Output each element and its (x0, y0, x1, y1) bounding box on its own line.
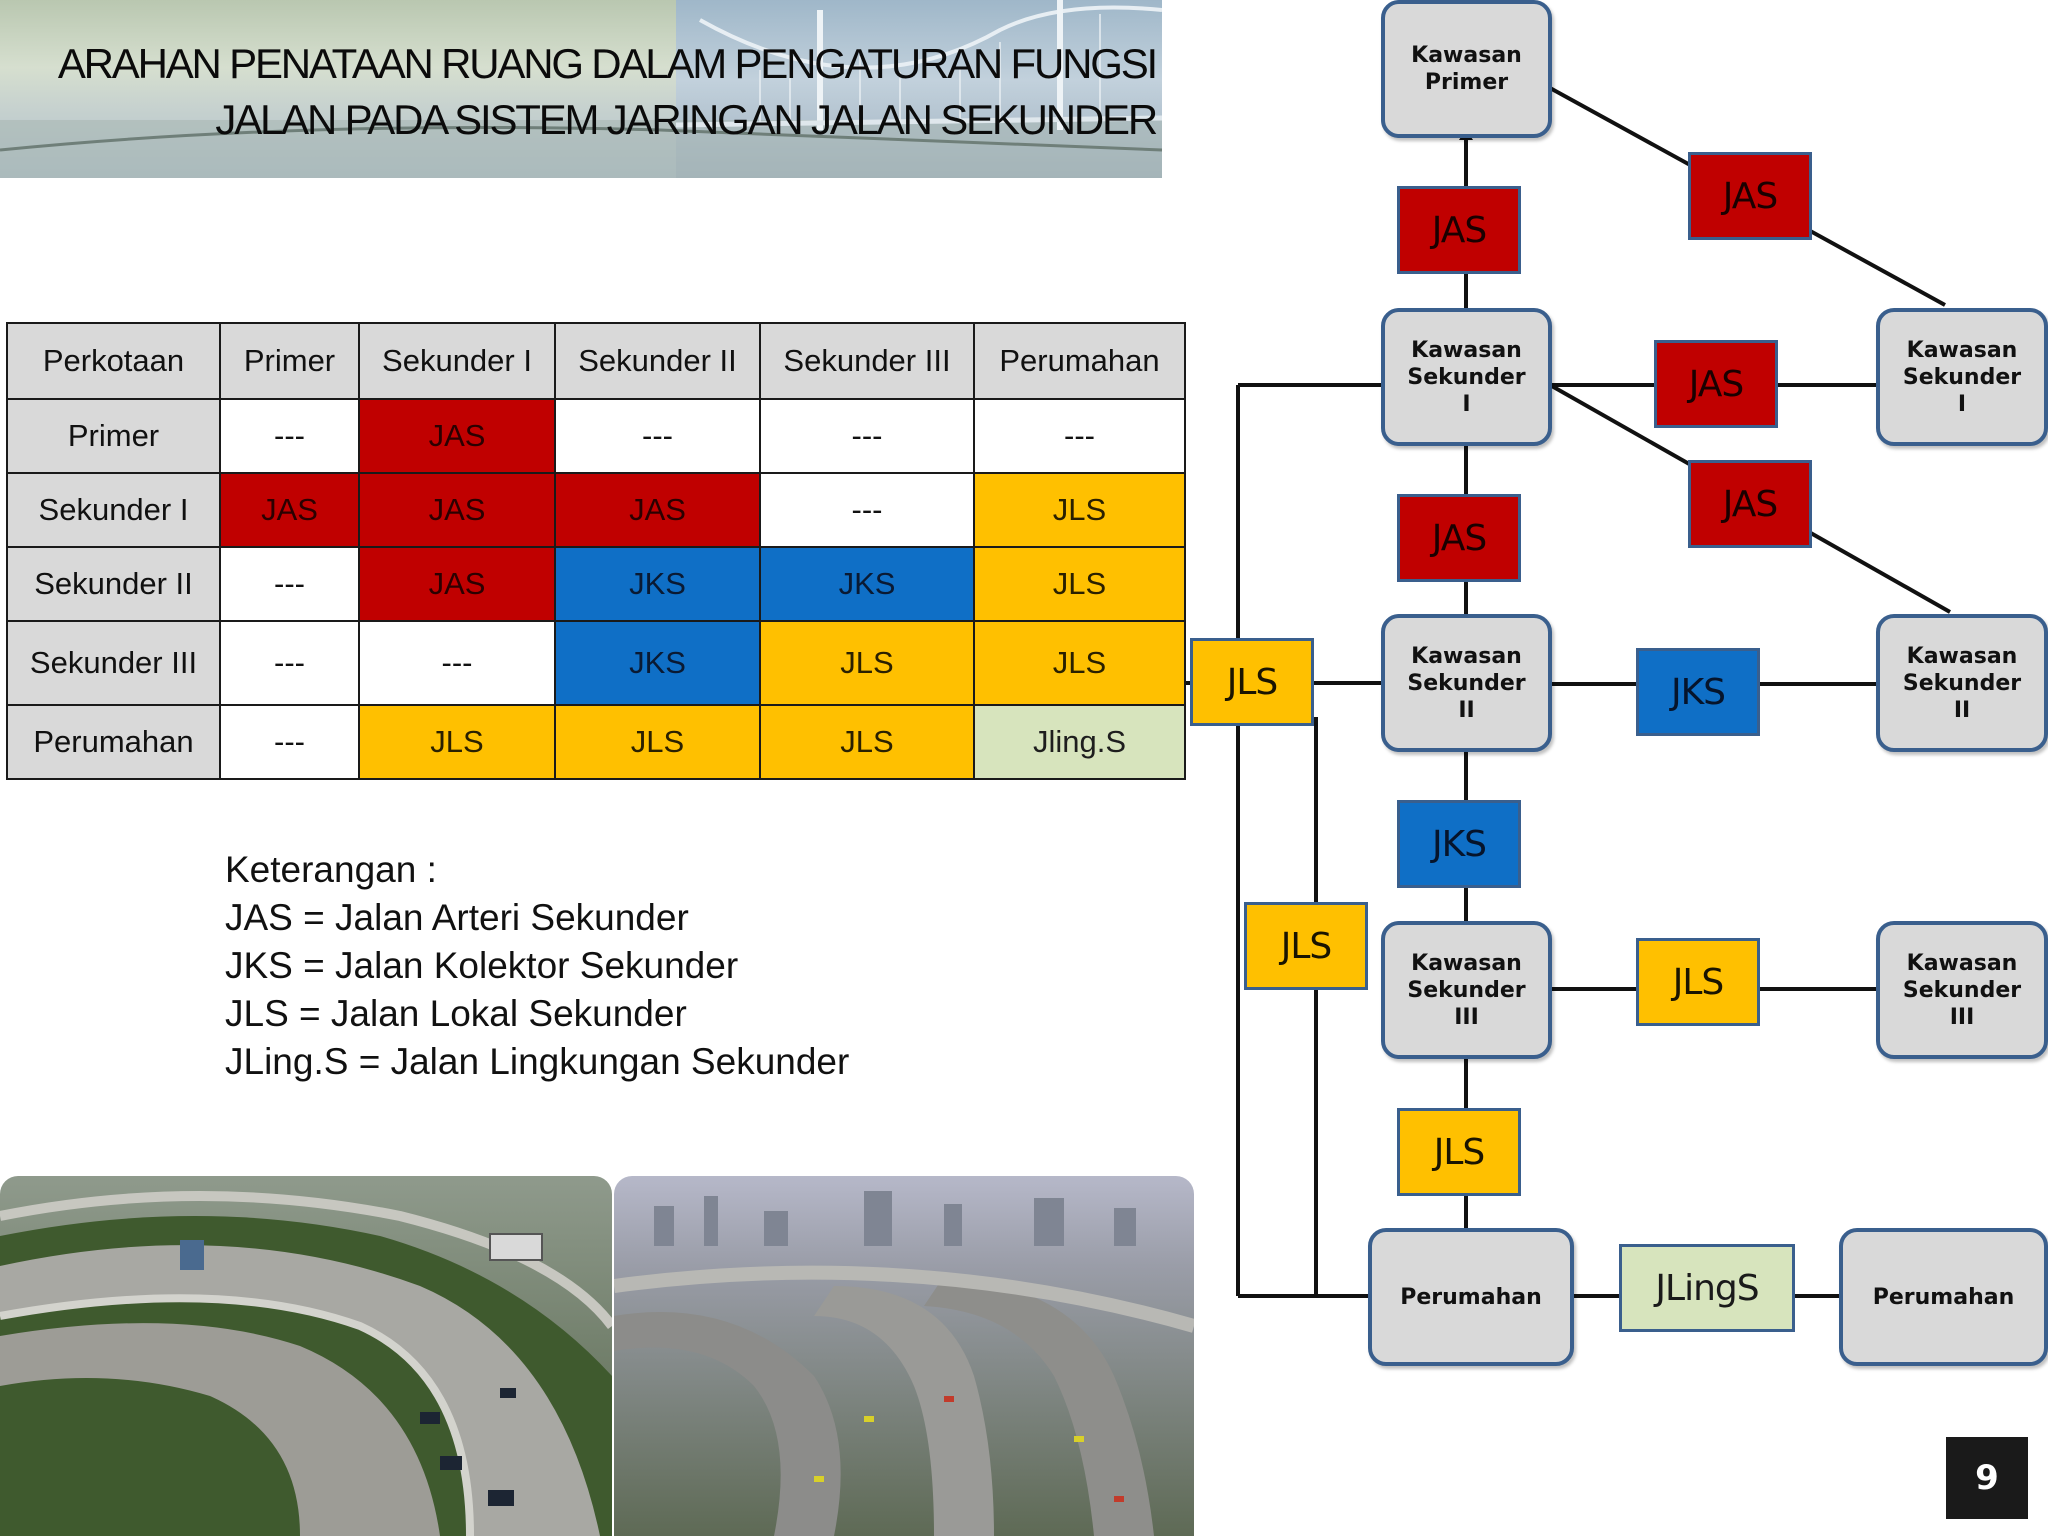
tag-jas-sekunder1-horizontal: JAS (1654, 340, 1778, 428)
row-label: Primer (6, 398, 221, 474)
row-label: Sekunder II (6, 546, 221, 622)
table-cell: --- (554, 398, 761, 474)
legend-item: JAS = Jalan Arteri Sekunder (225, 897, 689, 938)
table-cell: --- (973, 398, 1186, 474)
table-row: Primer --- JAS --- --- --- (6, 398, 1186, 474)
highway-photo-left (0, 1176, 612, 1536)
table-cell: JKS (554, 620, 761, 706)
table-cell: JKS (554, 546, 761, 622)
table-row: Sekunder II --- JAS JKS JKS JLS (6, 546, 1186, 622)
tag-jks-sekunder2-sekunder3: JKS (1397, 800, 1521, 888)
bridge-illustration (0, 0, 1162, 178)
node-perumahan-right: Perumahan (1839, 1228, 2048, 1366)
table-cell: JLS (759, 620, 975, 706)
table-cell: --- (759, 472, 975, 548)
legend: Keterangan : JAS = Jalan Arteri Sekunder… (225, 846, 849, 1086)
table-cell: --- (219, 704, 360, 780)
title-banner: ARAHAN PENATAAN RUANG DALAM PENGATURAN F… (0, 0, 1162, 178)
table-cell: JLS (554, 704, 761, 780)
row-label: Sekunder III (6, 620, 221, 706)
legend-item: JKS = Jalan Kolektor Sekunder (225, 945, 739, 986)
tag-jls-branch-sekunder3: JLS (1244, 902, 1368, 990)
table-cell: Jling.S (973, 704, 1186, 780)
table-cell: --- (358, 620, 556, 706)
page-title: ARAHAN PENATAAN RUANG DALAM PENGATURAN F… (57, 36, 1158, 148)
legend-item: JLS = Jalan Lokal Sekunder (225, 993, 687, 1034)
table-header: Sekunder II (554, 322, 761, 400)
table-cell: --- (219, 620, 360, 706)
tag-jks-sekunder2-horizontal: JKS (1636, 648, 1760, 736)
table-row: Sekunder I JAS JAS JAS --- JLS (6, 472, 1186, 548)
tag-jas-primer-diagonal: JAS (1688, 152, 1812, 240)
tag-jlings-perumahan: JLingS (1619, 1244, 1795, 1332)
table-cell: JLS (358, 704, 556, 780)
page-number: 9 (1946, 1437, 2028, 1519)
table-row: Perumahan --- JLS JLS JLS Jling.S (6, 704, 1186, 780)
legend-item: JLing.S = Jalan Lingkungan Sekunder (225, 1041, 850, 1082)
table-header: Sekunder I (358, 322, 556, 400)
table-header: Perkotaan (6, 322, 221, 400)
title-line-1: ARAHAN PENATAAN RUANG DALAM PENGATURAN F… (57, 40, 1158, 87)
table-header: Primer (219, 322, 360, 400)
table-cell: JLS (973, 472, 1186, 548)
road-function-matrix: Perkotaan Primer Sekunder I Sekunder II … (6, 322, 1186, 780)
title-line-2: JALAN PADA SISTEM JARINGAN JALAN SEKUNDE… (215, 96, 1158, 143)
table-header: Sekunder III (759, 322, 975, 400)
node-perumahan-left: Perumahan (1368, 1228, 1574, 1366)
tag-jls-sekunder3-horizontal: JLS (1636, 938, 1760, 1026)
row-label: Sekunder I (6, 472, 221, 548)
table-header: Perumahan (973, 322, 1186, 400)
table-cell: JAS (219, 472, 360, 548)
tag-jls-sekunder3-perumahan: JLS (1397, 1108, 1521, 1196)
table-cell: --- (219, 546, 360, 622)
table-cell: JAS (358, 398, 556, 474)
highway-photo-right (614, 1176, 1194, 1536)
row-label: Perumahan (6, 704, 221, 780)
table-cell: JAS (358, 546, 556, 622)
legend-title: Keterangan : (225, 849, 437, 890)
table-cell: JAS (358, 472, 556, 548)
table-cell: JLS (759, 704, 975, 780)
tag-jas-primer-sekunder1: JAS (1397, 186, 1521, 274)
tag-jas-sekunder1-sekunder2: JAS (1397, 494, 1521, 582)
table-cell: JAS (554, 472, 761, 548)
tag-jls-branch-sekunder2: JLS (1190, 638, 1314, 726)
tag-jas-sekunder1-diagonal: JAS (1688, 460, 1812, 548)
table-row: Sekunder III --- --- JKS JLS JLS (6, 620, 1186, 706)
table-cell: JLS (973, 546, 1186, 622)
table-cell: JKS (759, 546, 975, 622)
table-cell: --- (219, 398, 360, 474)
table-cell: --- (759, 398, 975, 474)
table-cell: JLS (973, 620, 1186, 706)
table-header-row: Perkotaan Primer Sekunder I Sekunder II … (6, 322, 1186, 400)
